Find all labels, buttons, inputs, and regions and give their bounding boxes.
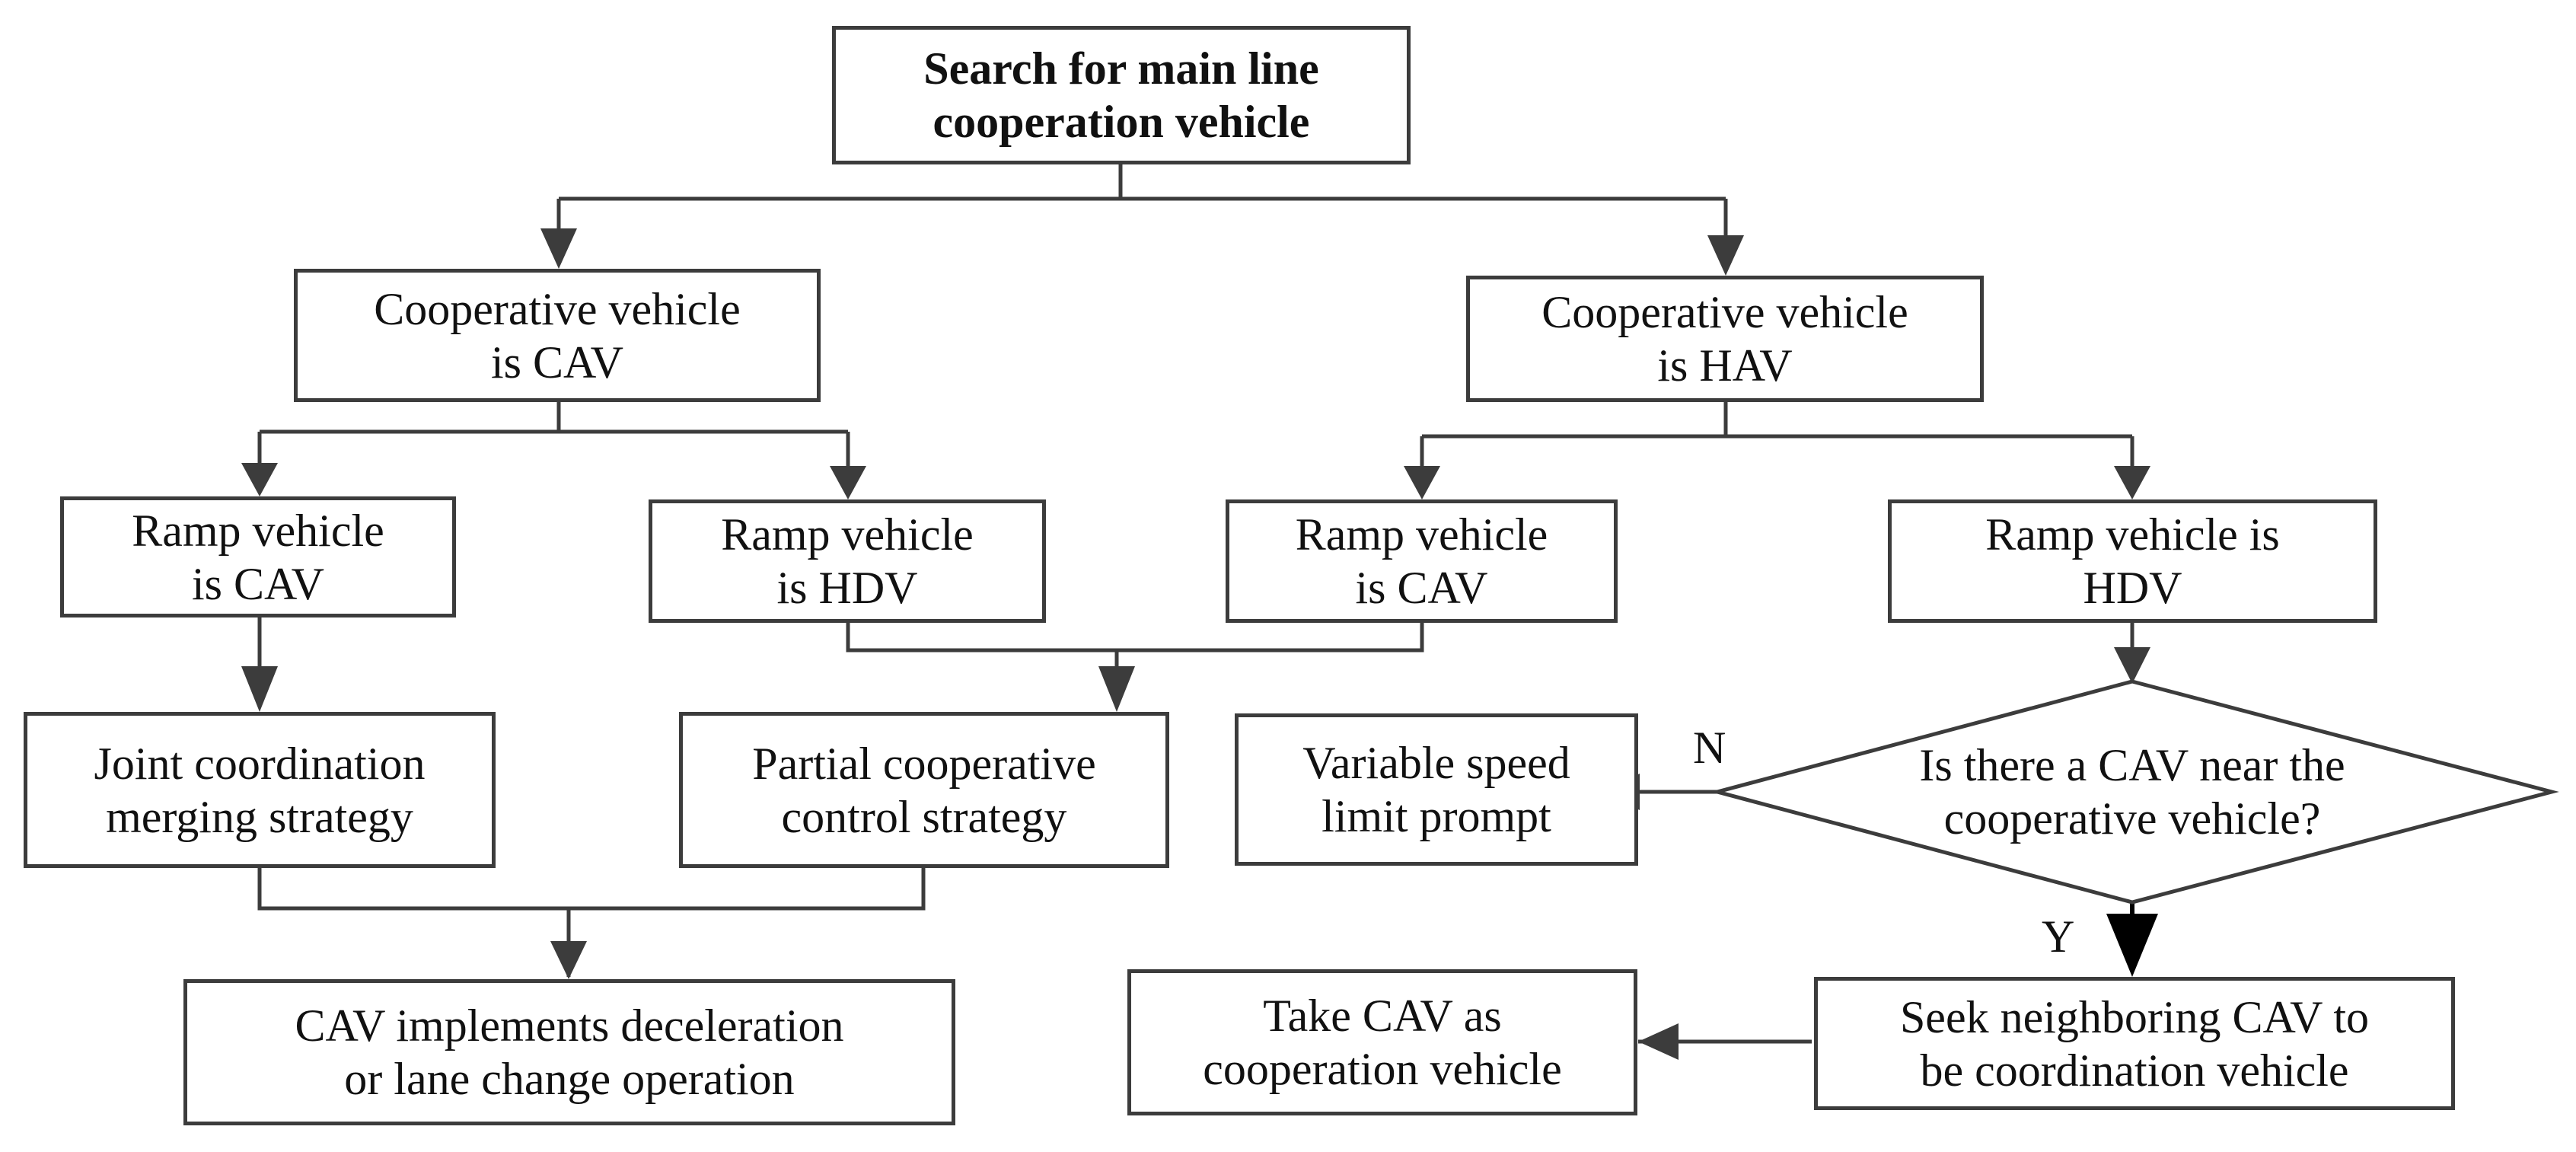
node-vsl-line2: limit prompt: [1321, 791, 1551, 841]
node-vsl-line1: Variable speed: [1302, 738, 1570, 788]
arrowhead-ramp-hdv-right: [2114, 466, 2150, 499]
arrowhead-ramp-hdv-left: [830, 466, 866, 499]
node-cav-implements: CAV implements deceleration or lane chan…: [183, 979, 955, 1125]
label-no: N: [1693, 723, 1726, 773]
node-ramp-cav-right-line2: is CAV: [1355, 563, 1488, 613]
node-partial-line2: control strategy: [781, 791, 1067, 842]
node-take-cav-line1: Take CAV as: [1263, 991, 1502, 1041]
arrowhead-ramp-cav-right: [1404, 466, 1440, 499]
node-take-cav-line2: cooperation vehicle: [1203, 1044, 1562, 1094]
node-ramp-cav-right: Ramp vehicle is CAV: [1226, 499, 1618, 623]
node-ramp-hdv-right-line1: Ramp vehicle is: [1985, 509, 2280, 560]
node-coop-cav-line1: Cooperative vehicle: [374, 283, 741, 334]
node-ramp-cav-right-line1: Ramp vehicle: [1295, 509, 1548, 560]
connector-merge-partial: [846, 623, 1424, 653]
arrowhead-coop-hav: [1707, 235, 1744, 276]
decision-diamond: [1710, 679, 2559, 905]
node-take-cav: Take CAV as cooperation vehicle: [1127, 969, 1637, 1115]
node-seek-line1: Seek neighboring CAV to: [1899, 991, 2370, 1042]
node-search-line2: cooperation vehicle: [933, 97, 1310, 147]
node-joint-line2: merging strategy: [106, 791, 413, 842]
node-seek-line2: be coordination vehicle: [1920, 1045, 2349, 1096]
arrowhead-yes-seek: [2106, 914, 2158, 977]
node-coop-hav: Cooperative vehicle is HAV: [1466, 276, 1984, 402]
decision-line2: cooperative vehicle?: [1943, 793, 2321, 844]
arrowhead-partial: [1098, 666, 1135, 712]
node-joint-coordination: Joint coordination merging strategy: [24, 712, 496, 868]
node-coop-hav-line1: Cooperative vehicle: [1541, 287, 1908, 337]
arrowhead-joint: [241, 666, 278, 712]
node-search-line1: Search for main line: [923, 43, 1319, 94]
node-ramp-cav-left: Ramp vehicle is CAV: [60, 496, 456, 617]
node-ramp-hdv-left: Ramp vehicle is HDV: [649, 499, 1046, 623]
node-ramp-hdv-right-line2: HDV: [2083, 563, 2182, 613]
node-ramp-hdv-right: Ramp vehicle is HDV: [1888, 499, 2377, 623]
label-yes: Y: [2042, 911, 2075, 962]
arrowhead-cav-impl: [550, 941, 587, 979]
connector-merge-impl: [257, 868, 926, 911]
decision-line1: Is there a CAV near the: [1919, 740, 2345, 790]
arrowhead-coop-cav: [540, 228, 577, 269]
node-ramp-hdv-left-line1: Ramp vehicle: [721, 509, 974, 560]
node-cav-impl-line2: or lane change operation: [344, 1054, 795, 1104]
node-ramp-cav-left-line2: is CAV: [192, 558, 324, 609]
node-coop-cav-line2: is CAV: [491, 337, 623, 388]
node-partial-line1: Partial cooperative: [752, 738, 1096, 789]
node-cav-impl-line1: CAV implements deceleration: [295, 1000, 844, 1051]
node-joint-line1: Joint coordination: [94, 738, 426, 789]
arrowhead-take-cav: [1638, 1023, 1679, 1060]
node-ramp-hdv-left-line2: is HDV: [776, 563, 918, 613]
node-coop-cav: Cooperative vehicle is CAV: [294, 269, 821, 402]
node-search-main-line: Search for main line cooperation vehicle: [832, 26, 1411, 164]
arrowhead-ramp-cav-left: [241, 463, 278, 496]
decision-text: Is there a CAV near the cooperative vehi…: [1827, 731, 2437, 853]
node-ramp-cav-left-line1: Ramp vehicle: [132, 505, 384, 556]
node-seek-neighboring-cav: Seek neighboring CAV to be coordination …: [1814, 977, 2455, 1110]
node-partial-cooperative: Partial cooperative control strategy: [679, 712, 1169, 868]
arrowhead-decision: [2114, 647, 2150, 684]
node-variable-speed-limit: Variable speed limit prompt: [1235, 713, 1638, 866]
node-coop-hav-line2: is HAV: [1657, 340, 1793, 391]
